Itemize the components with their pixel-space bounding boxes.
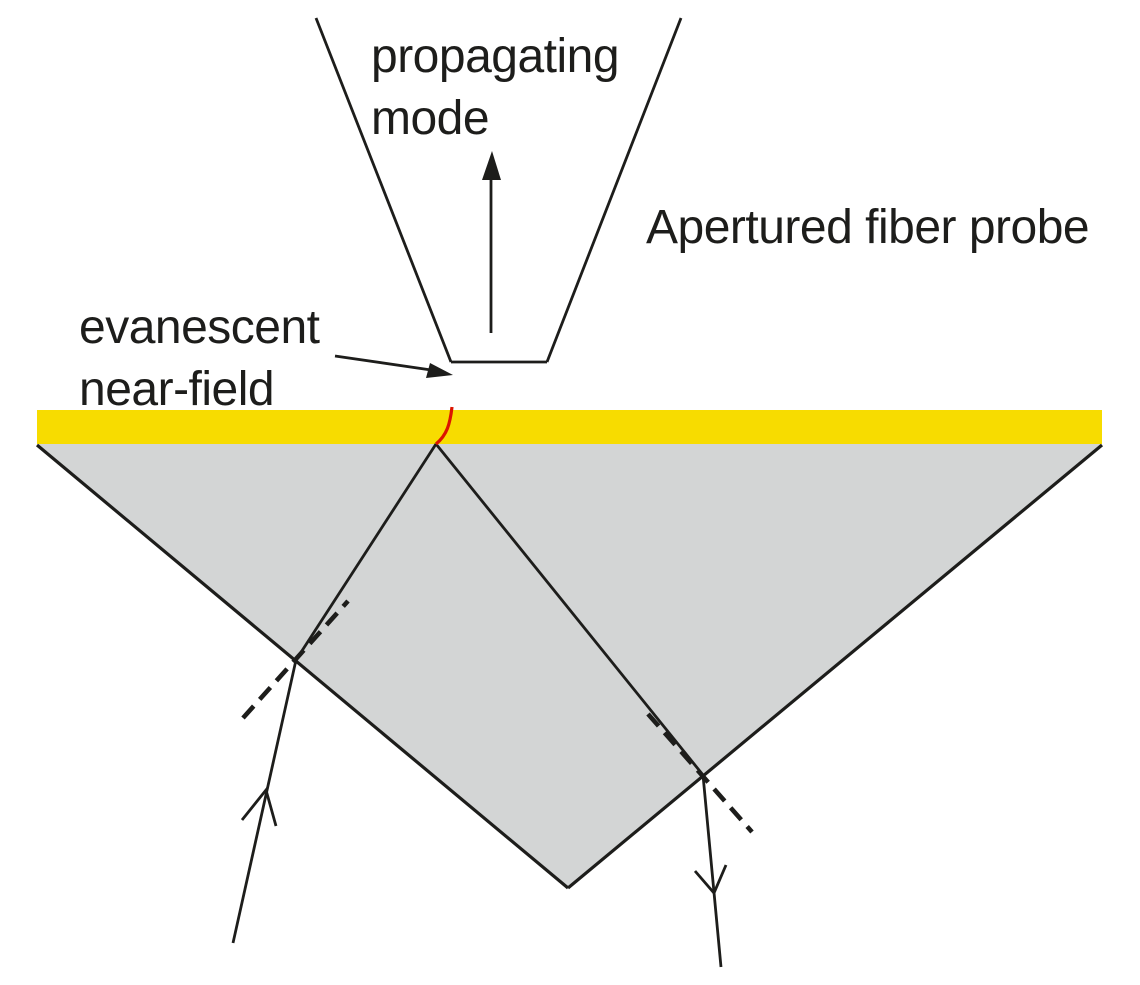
exit-surface-normal-dashed	[646, 712, 754, 834]
reflected-beam-internal	[434, 443, 705, 776]
ink-linework	[35, 17, 1104, 968]
exit-beam	[701, 774, 723, 968]
evanescent-field-curve	[434, 406, 454, 446]
refracted-beam-internal	[294, 443, 438, 661]
exit-beam-arrowhead	[693, 864, 728, 896]
filled-arrowheads	[426, 151, 501, 378]
prism-body	[37, 444, 1102, 888]
prism-right-edge	[566, 443, 1104, 890]
incident-beam	[231, 659, 298, 944]
fiber-probe-left-wall	[314, 17, 453, 363]
evanescent-near-field-label-line1: evanescent	[79, 301, 320, 354]
evanescent-near-field-label-line2: near-field	[79, 363, 275, 416]
near-field-pointer-line	[334, 354, 439, 373]
fiber-probe-right-wall	[545, 17, 683, 363]
propagating-mode-arrowhead	[482, 151, 501, 180]
near-field-pointer-arrowhead	[426, 363, 453, 378]
incident-beam-arrowhead	[240, 786, 278, 827]
evanescent-near-field-label: evanescent near-field	[79, 297, 320, 421]
metal-film-layer	[37, 410, 1102, 444]
propagating-mode-label: propagating mode	[371, 26, 620, 150]
prism-left-edge	[35, 443, 570, 890]
propagating-mode-label-line2: mode	[371, 92, 490, 145]
propagating-mode-label-line1: propagating	[371, 30, 620, 83]
apertured-fiber-probe-label: Apertured fiber probe	[646, 201, 1090, 254]
